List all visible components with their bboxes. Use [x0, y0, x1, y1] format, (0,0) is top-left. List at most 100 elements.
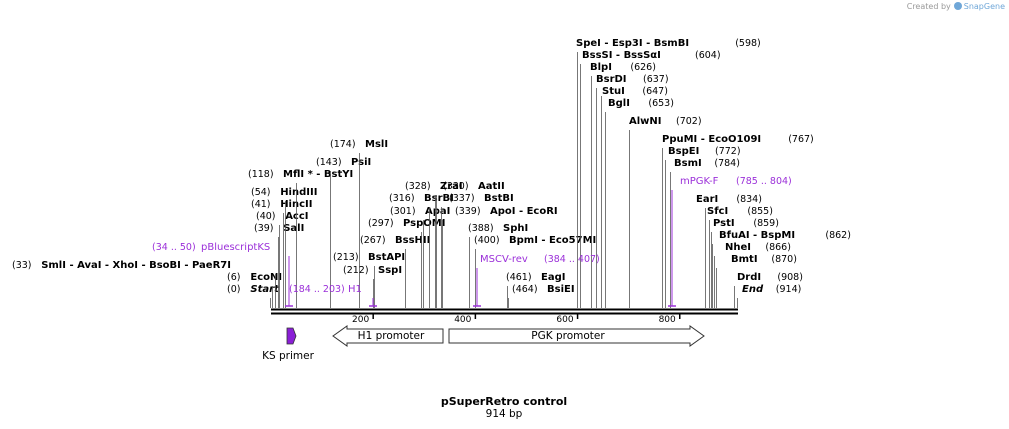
site-position: (784) [714, 158, 740, 169]
site-label: ApaI [425, 206, 450, 217]
site-position: (598) [735, 38, 761, 49]
site-label: ApoI - EcoRI [490, 206, 558, 217]
site-label: EarI [696, 194, 718, 205]
map-length: 914 bp [486, 408, 523, 420]
site-position: (337) [449, 193, 475, 204]
site-position: (859) [753, 218, 779, 229]
site-position: (653) [648, 98, 674, 109]
site-position: (328) [405, 181, 431, 192]
site-label: BsmI [674, 158, 702, 169]
site-position: (267) [360, 235, 386, 246]
site-position: (400) [474, 235, 500, 246]
site-label: Start [250, 284, 280, 295]
site-position: (39) [254, 223, 274, 234]
site-label: BstBI [484, 193, 514, 204]
site-position: (6) [227, 272, 240, 283]
site-position: (339) [455, 206, 481, 217]
site-label: BglI [608, 98, 630, 109]
site-position: (174) [330, 139, 356, 150]
site-position: (461) [506, 272, 532, 283]
site-label: PspOMI [403, 218, 445, 229]
site-label: BspEI [668, 146, 699, 157]
site-label: BmtI [731, 254, 758, 265]
site-position: (40) [256, 211, 276, 222]
site-position: (604) [695, 50, 721, 61]
ks-primer-label: KS primer [262, 350, 314, 362]
site-label: PpuMI - EcoO109I [662, 134, 761, 145]
site-position: (118) [248, 169, 274, 180]
site-label: MflI * - BstYI [283, 169, 353, 180]
site-label: MslI [365, 139, 388, 150]
site-label: SmlI - AvaI - XhoI - BsoBI - PaeR7I [41, 260, 231, 271]
site-position: (316) [389, 193, 415, 204]
site-position: (143) [316, 157, 342, 168]
site-label: BstAPI [368, 252, 405, 263]
site-label: StuI [602, 86, 625, 97]
site-label: BsiEI [547, 284, 575, 295]
site-label: PstI [713, 218, 735, 229]
site-label: AlwNI [629, 116, 662, 127]
site-position: (914) [776, 284, 802, 295]
pgk-promoter-arrow [448, 325, 705, 347]
primer-range: (34 .. 50) [152, 242, 196, 253]
snapgene-credit: Created by SnapGene [907, 2, 1005, 11]
site-position: (330) [443, 181, 469, 192]
site-position: (0) [227, 284, 240, 295]
site-label: NheI [725, 242, 751, 253]
site-label: PsiI [351, 157, 371, 168]
site-position: (637) [643, 74, 669, 85]
site-position: (626) [630, 62, 656, 73]
site-position: (870) [771, 254, 797, 265]
site-position: (464) [512, 284, 538, 295]
site-label: BsrDI [596, 74, 627, 85]
primer-label: H1 [348, 284, 362, 295]
site-label: AatII [478, 181, 505, 192]
credit-brand: SnapGene [963, 2, 1005, 11]
site-position: (33) [12, 260, 32, 271]
site-label: DrdI [737, 272, 761, 283]
site-position: (772) [715, 146, 741, 157]
pgk-promoter-label: PGK promoter [531, 330, 605, 342]
site-position: (41) [251, 199, 271, 210]
scale-label: 800 [659, 315, 676, 325]
primer-label: pBluescriptKS [201, 242, 270, 253]
site-position: (297) [368, 218, 394, 229]
scale-label: 400 [454, 315, 471, 325]
primer-label: MSCV-rev [480, 254, 528, 265]
site-label: EagI [541, 272, 565, 283]
site-label: BlpI [590, 62, 612, 73]
primer-range: (785 .. 804) [736, 176, 792, 187]
site-label: End [742, 284, 764, 295]
scale-label: 200 [352, 315, 369, 325]
credit-prefix: Created by [906, 2, 951, 11]
site-label: SpeI - Esp3I - BsmBI [576, 38, 689, 49]
site-position: (866) [765, 242, 791, 253]
site-position: (855) [747, 206, 773, 217]
scale-label: 600 [556, 315, 573, 325]
site-label: ZraI [440, 181, 463, 192]
site-label: SalI [283, 223, 304, 234]
snapgene-logo-icon [953, 2, 962, 10]
ks-primer-arrow [286, 327, 297, 345]
primer-label: mPGK-F [680, 176, 719, 187]
site-label: BpmI - Eco57MI [509, 235, 596, 246]
site-position: (908) [777, 272, 803, 283]
map-title: pSuperRetro control [441, 395, 567, 408]
site-label: SphI [503, 223, 528, 234]
site-position: (834) [736, 194, 762, 205]
site-label: EcoNI [250, 272, 282, 283]
site-position: (213) [333, 252, 359, 263]
site-label: BsrBI [424, 193, 454, 204]
site-position: (301) [390, 206, 416, 217]
site-label: BfuAI - BspMI [719, 230, 795, 241]
site-position: (388) [468, 223, 494, 234]
site-label: SfcI [707, 206, 728, 217]
site-position: (212) [343, 265, 369, 276]
site-position: (702) [676, 116, 702, 127]
site-position: (767) [788, 134, 814, 145]
h1-promoter-arrow [332, 325, 444, 347]
site-position: (862) [825, 230, 851, 241]
primer-range: (184 .. 203) [289, 284, 345, 295]
primer-range: (384 .. 407) [544, 254, 600, 265]
